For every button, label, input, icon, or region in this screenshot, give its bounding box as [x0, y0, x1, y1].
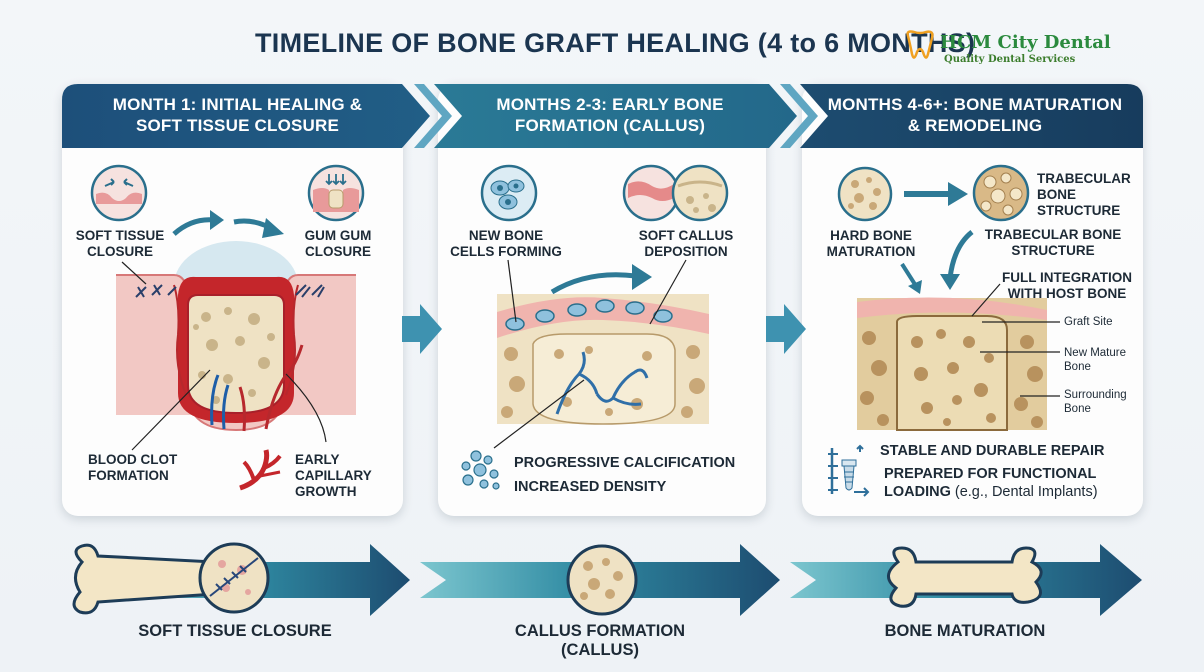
leader-lines-p2 — [493, 259, 687, 449]
stage-2-header: MONTHS 2-3: EARLY BONE FORMATION (CALLUS… — [496, 95, 724, 135]
stage-3-header: MONTHS 4-6+: BONE MATURATION & REMODELIN… — [827, 95, 1123, 135]
leader-lines-p1 — [121, 261, 327, 451]
label-gum-closure: GUM GUM CLOSURE — [304, 228, 372, 259]
curved-arrows — [172, 210, 284, 238]
stage-header-bar — [62, 84, 1143, 148]
label-capillary-growth: EARLY CAPILLARY GROWTH — [295, 452, 372, 499]
stage-arrow-1 — [402, 304, 442, 354]
callus-arrow — [550, 264, 652, 295]
label-soft-callus: SOFT CALLUS DEPOSITION — [638, 228, 734, 259]
maturation-arrow — [904, 182, 968, 206]
logo: HCM City Dental Quality Dental Services — [902, 30, 1111, 70]
tooth-logo-icon — [906, 30, 934, 59]
callus-icon — [622, 164, 729, 222]
calcification-dots-icon — [461, 450, 500, 490]
label-calcification: PROGRESSIVE CALCIFICATION — [514, 455, 736, 471]
label-density: INCREASED DENSITY — [514, 479, 667, 495]
trabecular-icon — [972, 164, 1030, 222]
bone-cell-icon — [480, 164, 538, 222]
gum-closure-icon — [307, 164, 365, 222]
label-graft-site: Graft Site — [1064, 316, 1113, 328]
label-stable-repair: STABLE AND DURABLE REPAIR — [880, 443, 1105, 459]
label-hard-bone: HARD BONE MATURATION — [826, 228, 916, 259]
soft-tissue-icon — [90, 164, 148, 222]
timeline-label-1: SOFT TISSUE CLOSURE — [138, 622, 332, 640]
implant-icon — [828, 444, 870, 497]
leader-lines-p3 — [971, 283, 1060, 397]
label-prepared-note: (e.g., Dental Implants) — [954, 484, 1098, 500]
label-soft-tissue-closure: SOFT TISSUE CLOSURE — [75, 228, 165, 259]
label-new-bone-cells: NEW BONE CELLS FORMING — [450, 228, 562, 259]
label-functional-loading: PREPARED FOR FUNCTIONAL LOADING (e.g., D… — [884, 465, 1124, 501]
logo-name: HCM City Dental — [940, 32, 1111, 53]
label-trabecular-2: TRABECULAR BONE STRUCTURE — [984, 227, 1122, 258]
timeline-label-2: CALLUS FORMATION (CALLUS) — [514, 622, 686, 659]
label-trabecular-1: TRABECULAR BONE STRUCTURE — [1037, 171, 1131, 218]
label-surrounding-bone: Surrounding Bone — [1064, 389, 1127, 415]
month-4-mature-bone-illustration — [857, 297, 1047, 431]
label-integration: FULL INTEGRATION WITH HOST BONE — [1002, 270, 1132, 301]
stage-arrow-2 — [766, 304, 806, 354]
capillary-icon — [239, 449, 282, 491]
bone-texture-icon — [837, 166, 893, 222]
month-1-socket-illustration — [116, 241, 356, 432]
stage-1-header: MONTH 1: INITIAL HEALING & SOFT TISSUE C… — [112, 95, 363, 135]
callus-bone-icon — [566, 544, 638, 616]
timeline-label-3: BONE MATURATION — [884, 622, 1046, 640]
label-new-mature-bone: New Mature Bone — [1064, 347, 1126, 373]
label-prepared: PREPARED FOR FUNCTIONAL LOADING — [884, 466, 1097, 500]
down-arrows-p3 — [900, 230, 974, 294]
bone-icon-2 — [887, 546, 1043, 608]
logo-tagline: Quality Dental Services — [944, 54, 1076, 65]
label-blood-clot: BLOOD CLOT FORMATION — [88, 452, 178, 483]
bone-icon-1 — [72, 542, 270, 615]
month-2-callus-illustration — [497, 294, 709, 425]
page-title: TIMELINE OF BONE GRAFT HEALING (4 to 6 M… — [255, 28, 976, 58]
